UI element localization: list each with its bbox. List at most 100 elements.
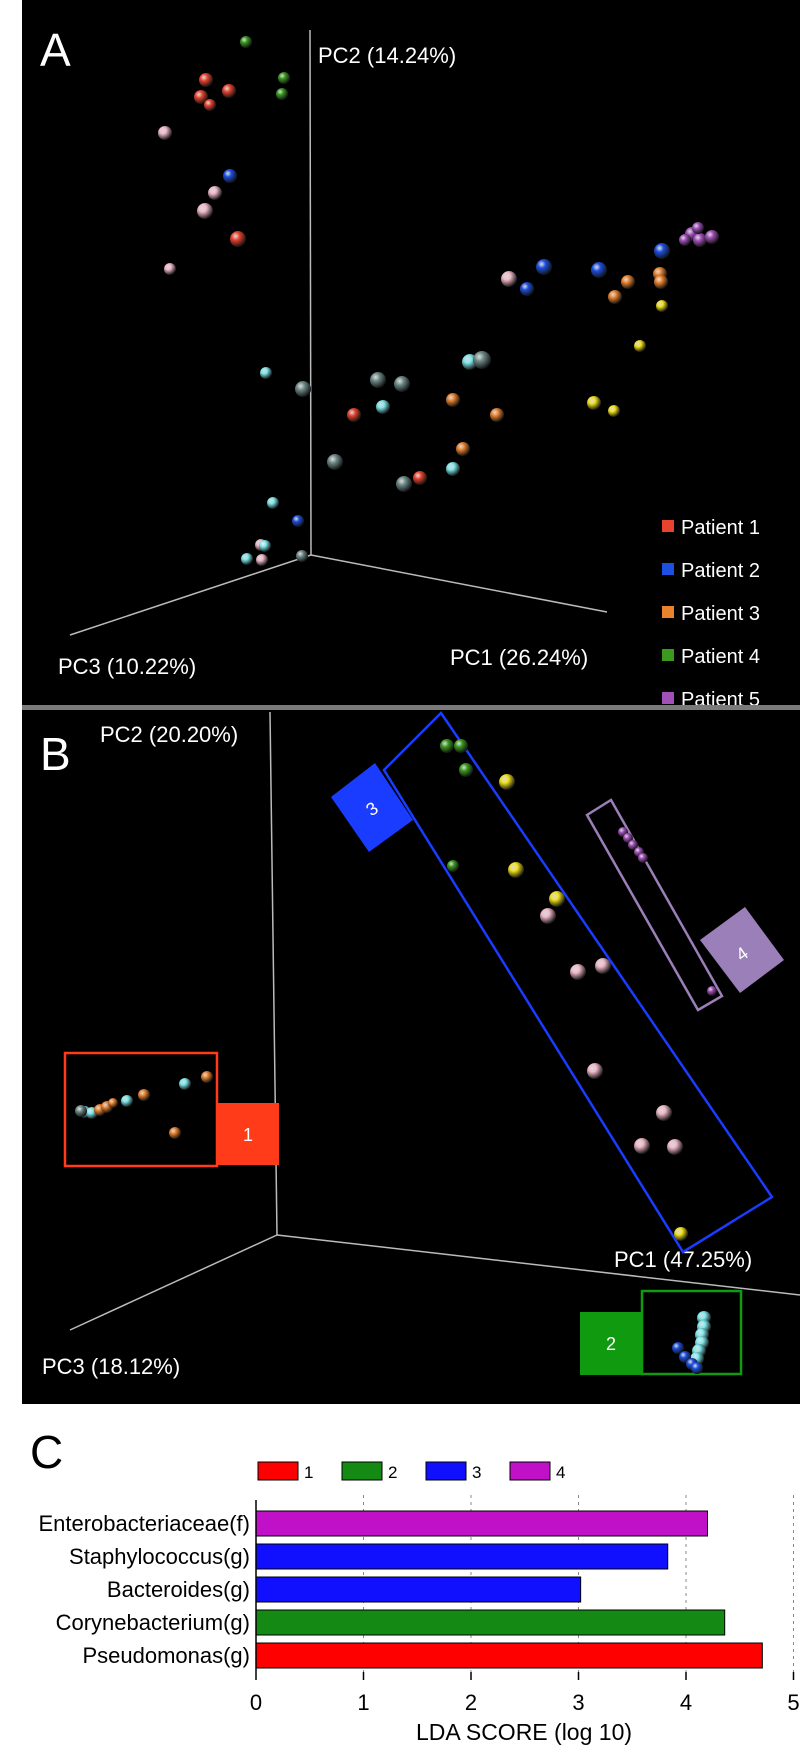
lda-category-labels: Enterobacteriaceae(f) Staphylococcus(g) Ba… — [38, 1511, 250, 1668]
sample-point-patient-9 — [295, 381, 311, 397]
lda-legend-label-3: 3 — [472, 1463, 481, 1482]
sample-point-patient-7 — [259, 540, 271, 552]
sample-point-patient-1 — [347, 408, 361, 422]
sample-point-patient-3 — [490, 408, 504, 422]
panel-b-pc1-axis-line — [276, 1234, 800, 1296]
panel-a-label: A — [40, 24, 71, 76]
sample-point-patient-5 — [705, 230, 719, 244]
sample-point-patient-6 — [656, 300, 668, 312]
panel-b-pc3-axis-line — [69, 1234, 278, 1331]
lda-category-label: Enterobacteriaceae(f) — [38, 1511, 250, 1536]
panel-c: C 1 2 3 4 Enterobacteriaceae(f) Staphylococc… — [30, 1426, 800, 1745]
cluster-4-tag — [700, 907, 784, 993]
sample-point-patient-5 — [707, 986, 717, 996]
sample-point-patient-8 — [634, 1138, 650, 1154]
panel-b-pc3-label: PC3 (18.12%) — [42, 1354, 180, 1379]
sample-point-patient-4 — [276, 88, 288, 100]
sample-point-patient-6 — [549, 891, 565, 907]
cluster-3-tag — [331, 763, 413, 852]
sample-point-patient-2 — [672, 1342, 684, 1354]
sample-point-patient-6 — [499, 774, 515, 790]
legend-swatch-patient-5 — [662, 692, 674, 704]
sample-point-patient-9 — [75, 1105, 87, 1117]
sample-point-patient-9 — [296, 550, 308, 562]
lda-category-label: Staphylococcus(g) — [69, 1544, 250, 1569]
lda-x-tick-label: 0 — [250, 1690, 262, 1715]
cluster-1-tag — [217, 1103, 279, 1165]
sample-point-patient-7 — [267, 497, 279, 509]
sample-point-patient-6 — [634, 340, 646, 352]
sample-point-patient-3 — [201, 1071, 213, 1083]
lda-legend-swatch-3 — [425, 1461, 467, 1481]
sample-point-patient-7 — [241, 553, 253, 565]
legend-label-patient-2: Patient 2 — [681, 560, 760, 582]
sample-point-patient-5 — [628, 840, 638, 850]
sample-point-patient-4 — [240, 36, 252, 48]
sample-point-patient-7 — [179, 1078, 191, 1090]
sample-point-patient-2 — [292, 515, 304, 527]
sample-point-patient-9 — [327, 454, 343, 470]
sample-point-patient-6 — [508, 862, 524, 878]
panel-b-background — [22, 710, 800, 1404]
lda-x-tick-label: 1 — [357, 1690, 369, 1715]
panel-a: A PC2 (14.24%) PC1 (26.24%) PC3 (10.22%)… — [22, 0, 800, 883]
sample-point-patient-2 — [520, 282, 534, 296]
sample-point-patient-1 — [230, 231, 246, 247]
lda-bar-bacteroidesg — [255, 1576, 582, 1603]
sample-point-patient-8 — [256, 554, 268, 566]
sample-point-patient-7 — [376, 400, 390, 414]
sample-point-patient-4 — [459, 763, 473, 777]
sample-point-patient-3 — [621, 275, 635, 289]
lda-legend-swatch-4 — [509, 1461, 551, 1481]
sample-point-patient-1 — [413, 471, 427, 485]
sample-point-patient-8 — [158, 126, 172, 140]
lda-legend-swatch-2 — [341, 1461, 383, 1481]
legend-swatch-patient-3 — [662, 606, 674, 618]
sample-point-patient-8 — [501, 271, 517, 287]
panel-a-background — [22, 0, 800, 710]
sample-point-patient-1 — [199, 73, 213, 87]
sample-point-patient-4 — [447, 860, 459, 872]
sample-point-patient-5 — [679, 234, 691, 246]
sample-point-patient-3 — [446, 393, 460, 407]
sample-point-patient-5 — [623, 833, 633, 843]
sample-point-patient-9 — [394, 376, 410, 392]
legend-swatch-patient-4 — [662, 649, 674, 661]
sample-point-patient-5 — [638, 853, 648, 863]
legend-label-patient-4: Patient 4 — [681, 646, 760, 668]
panel-c-label: C — [30, 1426, 63, 1478]
cluster-2-tag-label: 2 — [606, 1334, 616, 1354]
panel-a-sample-points — [158, 36, 719, 566]
sample-point-patient-2 — [223, 169, 237, 183]
cluster-1-tag-label: 1 — [243, 1125, 253, 1145]
panel-a-pc2-axis-line — [309, 29, 312, 556]
sample-point-patient-9 — [473, 351, 491, 369]
lda-legend-label-4: 4 — [556, 1463, 565, 1482]
sample-point-patient-8 — [667, 1139, 683, 1155]
panel-b-label: B — [40, 728, 71, 780]
panel-a-pc3-axis-line — [69, 554, 312, 636]
sample-point-patient-6 — [587, 396, 601, 410]
cluster-2-tag — [580, 1312, 643, 1375]
sample-point-patient-3 — [138, 1089, 150, 1101]
sample-point-patient-8 — [540, 908, 556, 924]
legend-label-patient-1: Patient 1 — [681, 517, 760, 539]
sample-point-patient-8 — [595, 958, 611, 974]
panel-b-pc2-label: PC2 (20.20%) — [100, 722, 238, 747]
lda-category-label: Bacteroides(g) — [107, 1577, 250, 1602]
sample-point-patient-8 — [570, 964, 586, 980]
sample-point-patient-4 — [440, 739, 454, 753]
lda-x-tick-label: 5 — [787, 1690, 799, 1715]
lda-legend-label-2: 2 — [388, 1463, 397, 1482]
sample-point-patient-9 — [396, 476, 412, 492]
legend-label-patient-3: Patient 3 — [681, 603, 760, 625]
lda-x-tick-label: 2 — [465, 1690, 477, 1715]
cluster-3-box — [382, 711, 774, 1254]
sample-point-patient-2 — [691, 1362, 703, 1374]
sample-point-patient-3 — [608, 290, 622, 304]
panel-divider — [22, 705, 800, 710]
lda-legend-label-1: 1 — [304, 1463, 313, 1482]
